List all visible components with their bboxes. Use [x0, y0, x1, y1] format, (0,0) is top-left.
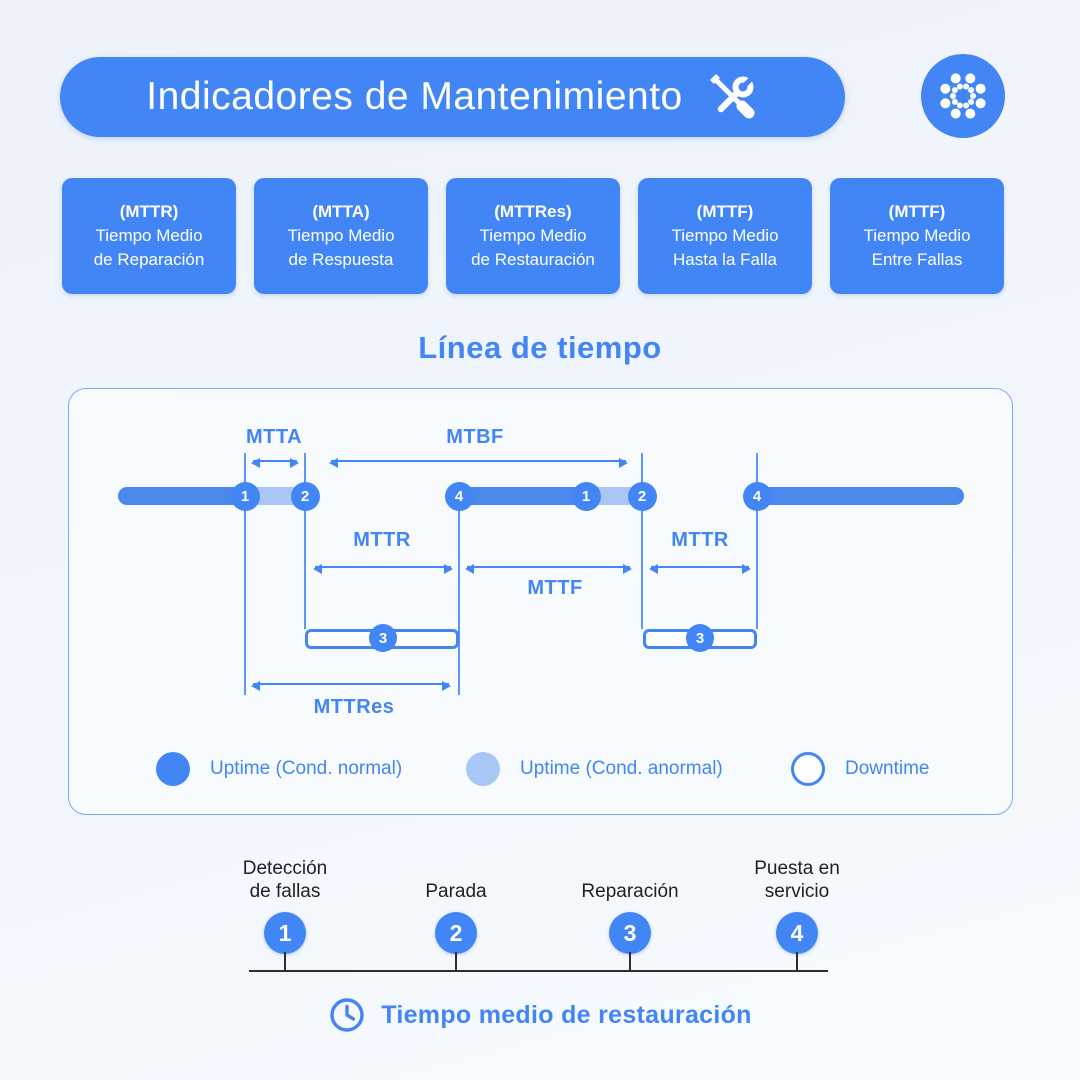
legend-label: Downtime — [845, 758, 930, 779]
downtime-marker-3b: 3 — [686, 624, 714, 652]
legend-item-downtime: Downtime — [791, 752, 929, 786]
mtbf-arrow — [329, 458, 628, 469]
timeline-title: Línea de tiempo — [418, 330, 662, 365]
event-marker-1b: 1 — [571, 482, 601, 511]
step-circle-4: 4 — [776, 912, 818, 954]
card-line: Tiempo Medio — [479, 226, 587, 245]
step-stem — [629, 952, 631, 971]
card-line: de Restauración — [471, 250, 595, 269]
step-label-deteccion: Detección de fallas — [242, 858, 328, 902]
card-mtta: (MTTA) Tiempo Medio de Respuesta — [254, 178, 428, 294]
mttf-label: MTTF — [527, 577, 583, 599]
mttres-label: MTTRes — [313, 696, 395, 718]
mttr-right-label: MTTR — [671, 529, 729, 551]
card-line: de Respuesta — [288, 250, 394, 269]
footer-caption: Tiempo medio de restauración — [0, 995, 1080, 1035]
mttres-arrow — [251, 681, 451, 692]
step-stem — [284, 952, 286, 971]
card-mttres: (MTTRes) Tiempo Medio de Restauración — [446, 178, 620, 294]
card-acronym: (MTTR) — [119, 202, 179, 221]
mtta-label: MTTA — [245, 426, 303, 448]
card-mttf-entre: (MTTF) Tiempo Medio Entre Fallas — [830, 178, 1004, 294]
step-circle-1: 1 — [264, 912, 306, 954]
tools-icon — [707, 71, 759, 123]
legend-item-uptime-abnormal: Uptime (Cond. anormal) — [466, 752, 723, 786]
card-acronym: (MTTRes) — [494, 202, 572, 221]
mtbf-label: MTBF — [446, 426, 504, 448]
kpi-cards-row: (MTTR) Tiempo Medio de Reparación (MTTA)… — [62, 178, 1004, 294]
legend-item-uptime-normal: Uptime (Cond. normal) — [156, 752, 402, 786]
uptime-bar-normal-1 — [118, 487, 246, 505]
card-line: Tiempo Medio — [671, 226, 779, 245]
card-line: Tiempo Medio — [95, 226, 203, 245]
clock-icon — [328, 996, 366, 1034]
legend-label: Uptime (Cond. normal) — [210, 758, 403, 779]
step-label-reparacion: Reparación — [581, 881, 679, 902]
step-circle-3: 3 — [609, 912, 651, 954]
brand-logo — [921, 54, 1005, 138]
event-marker-4: 4 — [444, 482, 474, 511]
guide-line-1 — [244, 453, 246, 695]
step-label-parada: Parada — [425, 881, 487, 902]
guide-line-2 — [304, 453, 306, 629]
mttr-left-label: MTTR — [353, 529, 411, 551]
card-acronym: (MTTF) — [696, 202, 754, 221]
card-acronym: (MTTF) — [888, 202, 946, 221]
dots-logo-icon — [921, 54, 1005, 138]
card-mttr: (MTTR) Tiempo Medio de Reparación — [62, 178, 236, 294]
uptime-normal-swatch — [156, 752, 190, 786]
event-marker-1: 1 — [230, 482, 260, 511]
uptime-abnormal-swatch — [466, 752, 500, 786]
timeline-diagram: MTTA MTBF 1 2 4 1 2 4 MTTR MTTF MTTR 3 3… — [68, 388, 1013, 815]
step-circle-2: 2 — [435, 912, 477, 954]
footer-text: Tiempo medio de restauración — [381, 1000, 752, 1029]
event-marker-2: 2 — [290, 482, 320, 511]
legend-label: Uptime (Cond. anormal) — [520, 758, 723, 779]
card-line: Entre Fallas — [871, 250, 963, 269]
mttr-left-arrow — [313, 564, 453, 575]
uptime-bar-normal-2 — [459, 487, 586, 505]
header-banner: Indicadores de Mantenimiento — [60, 57, 845, 137]
step-stem — [796, 952, 798, 971]
event-marker-4b: 4 — [742, 482, 772, 511]
uptime-bar-normal-3 — [757, 487, 964, 505]
guide-line-3 — [458, 496, 460, 695]
legend: Uptime (Cond. normal) Uptime (Cond. anor… — [69, 752, 1014, 786]
card-line: Tiempo Medio — [863, 226, 971, 245]
step-label-puesta: Puesta en servicio — [754, 858, 840, 902]
mttf-arrow — [465, 564, 632, 575]
mtta-arrow — [251, 458, 299, 469]
card-mttf-hasta: (MTTF) Tiempo Medio Hasta la Falla — [638, 178, 812, 294]
card-line: de Reparación — [93, 250, 205, 269]
guide-line-4 — [641, 453, 643, 629]
step-stem — [455, 952, 457, 971]
card-line: Tiempo Medio — [287, 226, 395, 245]
downtime-swatch — [791, 752, 825, 786]
page-title: Indicadores de Mantenimiento — [146, 75, 683, 118]
card-acronym: (MTTA) — [312, 202, 370, 221]
event-marker-2b: 2 — [627, 482, 657, 511]
card-line: Hasta la Falla — [673, 250, 777, 269]
downtime-marker-3: 3 — [369, 624, 397, 652]
steps-axis-line — [249, 970, 828, 972]
mttr-right-arrow — [649, 564, 751, 575]
guide-line-5 — [756, 453, 758, 629]
uptime-bar-abnormal-1 — [245, 487, 305, 505]
